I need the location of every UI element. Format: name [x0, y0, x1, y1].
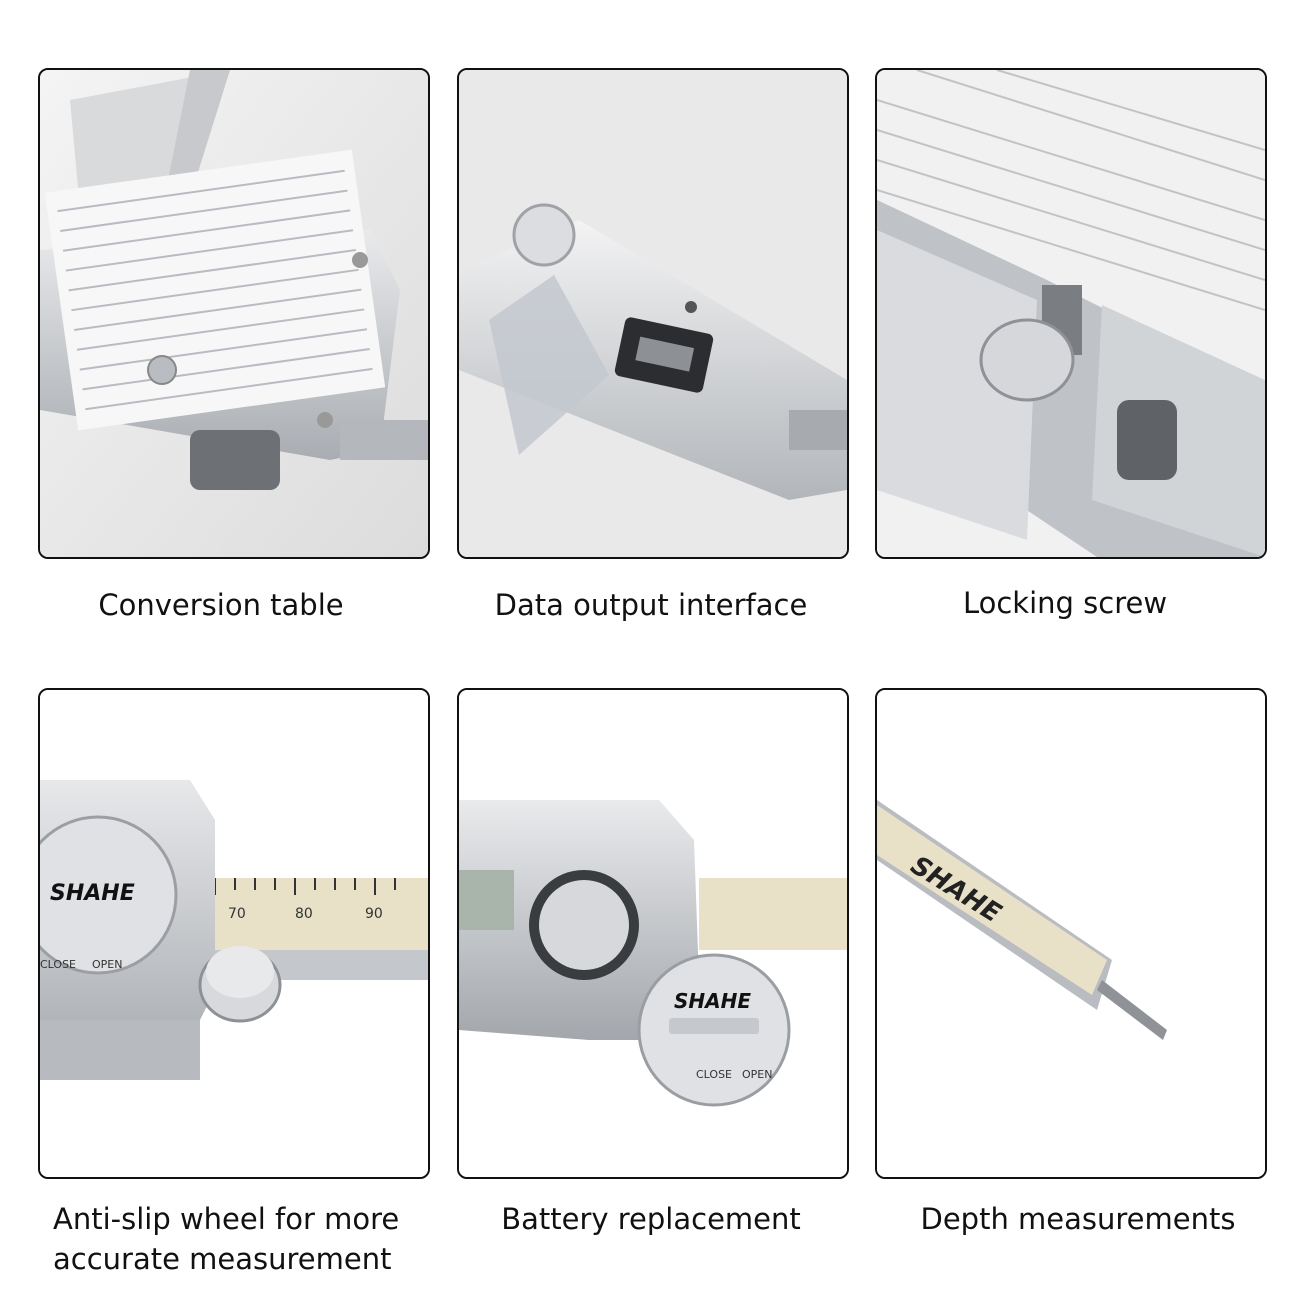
photo-battery-replacement: SHAHE CLOSE OPEN	[457, 688, 849, 1179]
caption-data-output-interface: Data output interface	[494, 588, 808, 622]
caliper-battery-cover-photo: SHAHE CLOSE OPEN	[459, 690, 847, 1177]
scale-mark-70: 70	[228, 906, 246, 922]
brand-logo: SHAHE	[50, 881, 135, 906]
caption-locking-screw: Locking screw	[962, 586, 1168, 620]
caption-conversion-table: Conversion table	[98, 588, 344, 622]
caption-depth-measurements: Depth measurements	[920, 1202, 1236, 1236]
cover-close-label-2: CLOSE	[696, 1068, 732, 1081]
photo-depth-measurements: SHAHE	[875, 688, 1267, 1179]
caliper-thumb-wheel-photo: 70 80 90 SHAHE CLOSE OPEN	[40, 690, 428, 1177]
caption-anti-slip-wheel-line2: accurate measurement	[53, 1242, 392, 1276]
photo-data-output-interface	[457, 68, 849, 559]
cover-open-label: OPEN	[92, 958, 122, 971]
cover-open-label-2: OPEN	[742, 1068, 772, 1081]
scale-mark-80: 80	[295, 906, 313, 922]
caption-anti-slip-wheel-line1: Anti-slip wheel for more	[53, 1202, 400, 1236]
photo-anti-slip-wheel: 70 80 90 SHAHE CLOSE OPEN	[38, 688, 430, 1179]
caliper-conversion-table-photo	[40, 70, 428, 557]
caliper-locking-screw-photo	[877, 70, 1265, 557]
brand-logo-cover: SHAHE	[674, 989, 751, 1013]
caliper-data-port-photo	[459, 70, 847, 557]
photo-locking-screw	[875, 68, 1267, 559]
caption-battery-replacement: Battery replacement	[501, 1202, 801, 1236]
scale-mark-90: 90	[365, 906, 383, 922]
cover-close-label: CLOSE	[40, 958, 76, 971]
caliper-depth-rod-photo: SHAHE	[877, 690, 1265, 1177]
photo-conversion-table	[38, 68, 430, 559]
